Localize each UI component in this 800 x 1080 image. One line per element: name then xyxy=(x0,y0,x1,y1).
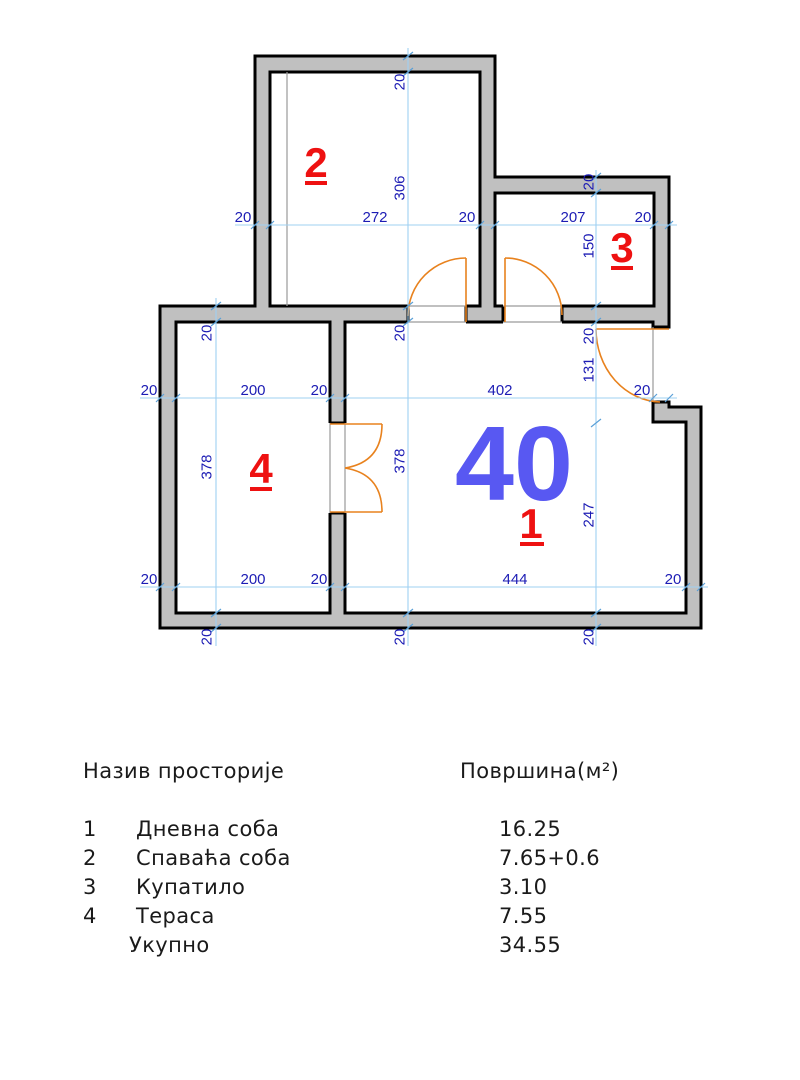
dim-label: 20 xyxy=(392,629,409,646)
area-label: 40 xyxy=(455,405,573,523)
dim-label: 378 xyxy=(392,448,409,473)
dim-label: 150 xyxy=(581,233,598,258)
row-number: 3 xyxy=(83,875,97,899)
dim-label: 20 xyxy=(635,209,652,226)
door-room-3 xyxy=(504,257,563,322)
room-2-floor xyxy=(268,70,482,308)
dim-label: 200 xyxy=(240,382,265,399)
row-number: 1 xyxy=(83,817,97,841)
room-3-floor xyxy=(493,191,656,308)
dim-label: 20 xyxy=(311,382,328,399)
row-room-name: Купатило xyxy=(136,875,246,899)
header-area: Површина(м²) xyxy=(460,759,620,783)
room-number-underline xyxy=(520,542,544,546)
dim-label: 20 xyxy=(141,571,158,588)
dim-label: 207 xyxy=(560,209,585,226)
room-number-underline xyxy=(611,266,633,270)
dim-label: 20 xyxy=(665,571,682,588)
total-area: 34.55 xyxy=(499,933,562,957)
dim-label: 20 xyxy=(141,382,158,399)
row-area: 7.55 xyxy=(499,904,548,928)
dim-label: 378 xyxy=(199,454,216,479)
dim-label: 20 xyxy=(392,74,409,91)
room-number-4: 4 xyxy=(249,445,273,492)
dim-label: 20 xyxy=(634,382,651,399)
floor-plan: 20 306 20 378 20 20 150 20 131 247 20 20… xyxy=(140,48,708,646)
room-number-underline xyxy=(305,181,327,185)
dim-label: 402 xyxy=(487,382,512,399)
dim-label: 272 xyxy=(362,209,387,226)
row-area: 16.25 xyxy=(499,817,562,841)
dim-label: 20 xyxy=(459,209,476,226)
dimension-lines xyxy=(140,48,708,646)
row-room-name: Тераса xyxy=(136,904,215,928)
double-door-room-4 xyxy=(330,423,383,513)
dim-label: 131 xyxy=(581,357,598,382)
dim-label: 247 xyxy=(581,502,598,527)
row-room-name: Спаваћа соба xyxy=(136,846,291,870)
dim-label: 20 xyxy=(581,328,598,345)
total-label: Укупно xyxy=(129,933,210,957)
dim-label: 20 xyxy=(199,325,216,342)
row-room-name: Дневна соба xyxy=(136,817,280,841)
room-number-3: 3 xyxy=(610,224,633,271)
dim-label: 20 xyxy=(392,325,409,342)
header-room-name: Назив просторије xyxy=(83,759,285,783)
dim-label: 20 xyxy=(311,571,328,588)
row-number: 4 xyxy=(83,904,97,928)
dim-label: 444 xyxy=(502,571,527,588)
row-area: 7.65+0.6 xyxy=(499,846,600,870)
row-area: 3.10 xyxy=(499,875,548,899)
dim-label: 20 xyxy=(235,209,252,226)
room-number-2: 2 xyxy=(304,139,327,186)
entrance-door xyxy=(595,328,669,403)
dim-label: 20 xyxy=(199,629,216,646)
dim-label: 20 xyxy=(581,629,598,646)
dim-label: 20 xyxy=(581,174,598,191)
room-number-1: 1 xyxy=(519,500,542,547)
room-1-floor xyxy=(343,320,688,615)
room-4-floor xyxy=(174,320,332,615)
row-number: 2 xyxy=(83,846,97,870)
dim-label: 200 xyxy=(240,571,265,588)
dim-label: 306 xyxy=(392,175,409,200)
room-number-underline xyxy=(250,487,272,491)
